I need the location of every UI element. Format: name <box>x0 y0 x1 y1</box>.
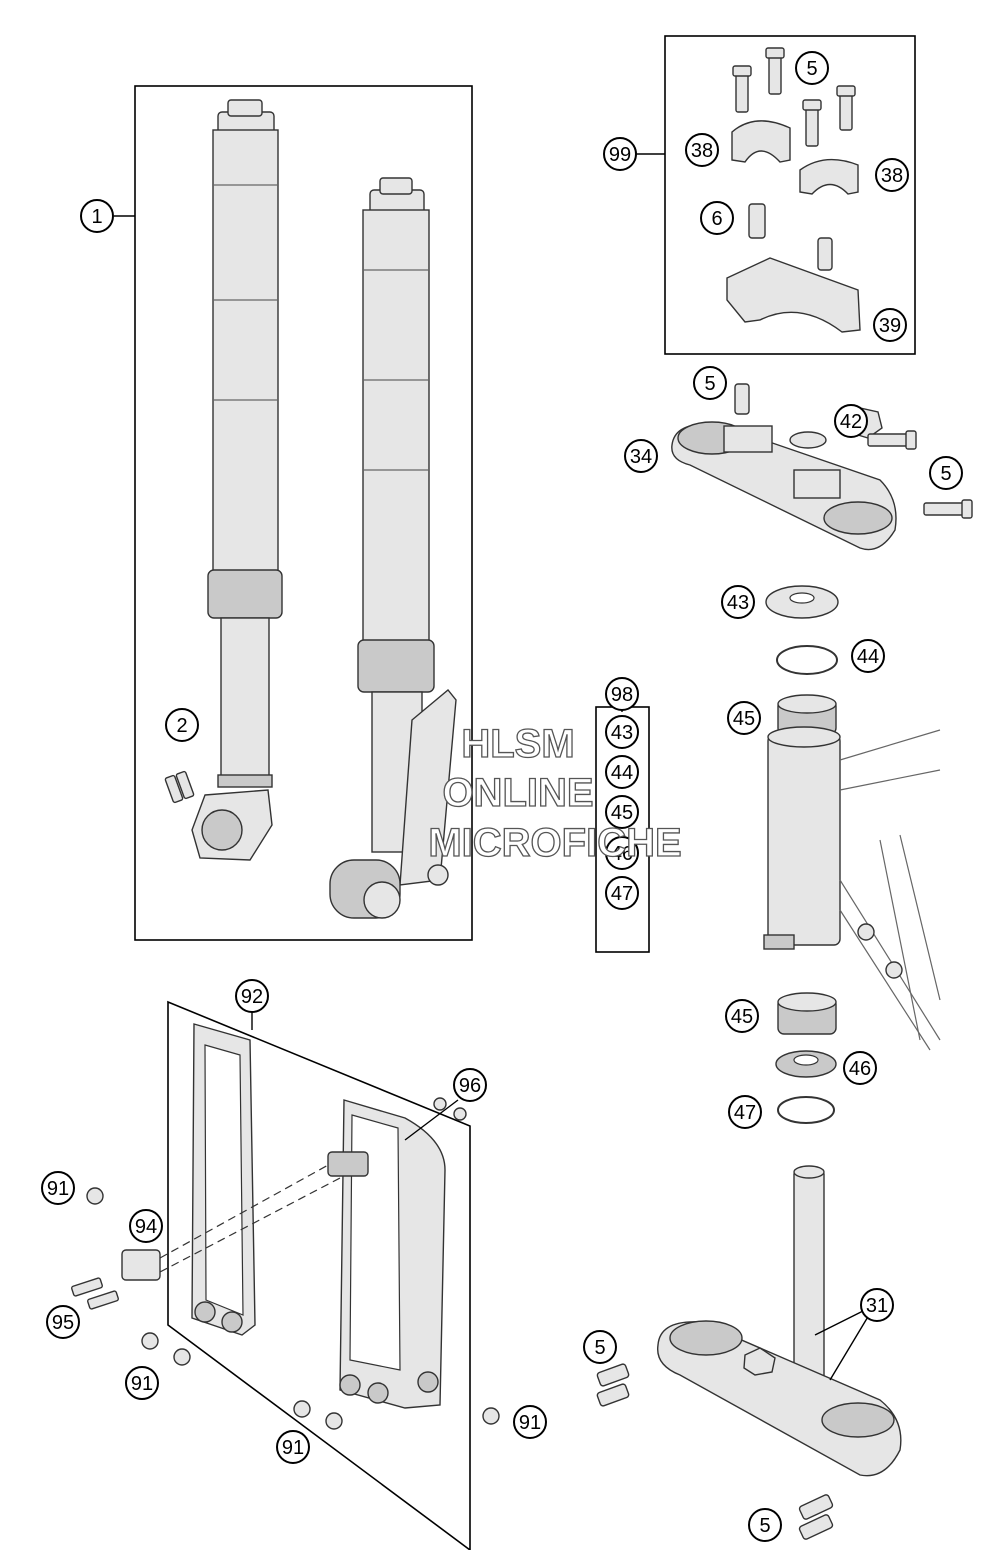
callout-91-top: 91 <box>41 1171 75 1205</box>
callout-38-right: 38 <box>875 158 909 192</box>
svg-text:47: 47 <box>734 1102 756 1124</box>
svg-text:99: 99 <box>609 144 631 166</box>
callout-45-lower: 45 <box>725 999 759 1033</box>
callout-5-lower-bottom: 5 <box>748 1508 782 1542</box>
svg-text:91: 91 <box>131 1373 153 1395</box>
callout-34: 34 <box>624 439 658 473</box>
callout-42: 42 <box>834 404 868 438</box>
svg-text:95: 95 <box>52 1312 74 1334</box>
guard-clamp-item-94 <box>121 1249 161 1281</box>
svg-text:92: 92 <box>241 986 263 1008</box>
callout-94: 94 <box>129 1209 163 1243</box>
svg-text:44: 44 <box>857 646 879 668</box>
svg-text:5: 5 <box>806 58 817 80</box>
svg-text:1: 1 <box>91 206 102 228</box>
lower-bolts-item-5 <box>596 1363 834 1540</box>
svg-text:MICROFICHE: MICROFICHE <box>428 821 681 865</box>
kit-item-47: 47 <box>605 876 639 910</box>
left-fork-guard <box>191 1023 256 1336</box>
callout-39: 39 <box>873 308 907 342</box>
watermark: HLSM ONLINE MICROFICHE <box>428 721 683 865</box>
callout-99: 99 <box>603 137 637 171</box>
guard-screws-item-91 <box>86 1187 500 1430</box>
svg-text:91: 91 <box>282 1437 304 1459</box>
callout-91-mid: 91 <box>125 1366 159 1400</box>
callout-31: 31 <box>860 1288 894 1322</box>
kit-item-43: 43 <box>605 715 639 749</box>
side-bolts-item-5 <box>867 430 973 519</box>
guard-bolts-item-95 <box>71 1277 119 1310</box>
callout-98: 98 <box>605 677 639 711</box>
handlebar-clamp-box <box>664 35 916 355</box>
svg-text:91: 91 <box>47 1178 69 1200</box>
o-ring-item-44 <box>776 645 838 675</box>
svg-text:38: 38 <box>881 165 903 187</box>
lower-triple-clamp-item-31 <box>656 1165 902 1477</box>
upper-clamp-item-38 <box>731 120 859 195</box>
callout-2: 2 <box>165 708 199 742</box>
svg-text:98: 98 <box>611 684 633 706</box>
kit-item-45: 45 <box>605 795 639 829</box>
callout-92: 92 <box>235 979 269 1013</box>
callout-6: 6 <box>700 201 734 235</box>
svg-text:45: 45 <box>611 802 633 824</box>
kit-item-44: 44 <box>605 755 639 789</box>
clamp-bolts-item-5 <box>732 47 856 147</box>
svg-text:45: 45 <box>733 708 755 730</box>
svg-text:5: 5 <box>940 463 951 485</box>
svg-text:45: 45 <box>731 1006 753 1028</box>
svg-text:43: 43 <box>611 722 633 744</box>
callout-5-top: 5 <box>795 51 829 85</box>
callout-46: 46 <box>843 1051 877 1085</box>
svg-text:2: 2 <box>176 715 187 737</box>
frame-head-tube <box>763 726 941 1051</box>
callout-45-upper: 45 <box>727 701 761 735</box>
clamp-bolts-item-6 <box>748 203 833 271</box>
callout-44: 44 <box>851 639 885 673</box>
svg-text:46: 46 <box>611 843 633 865</box>
callout-5-lower-left: 5 <box>583 1330 617 1364</box>
svg-text:31: 31 <box>866 1295 888 1317</box>
fork-assembly-box <box>134 85 473 941</box>
callout-43: 43 <box>721 585 755 619</box>
fork-guard-panel <box>167 1000 471 1550</box>
callout-38-left: 38 <box>685 133 719 167</box>
svg-text:5: 5 <box>704 373 715 395</box>
right-fork-leg <box>329 177 457 919</box>
svg-text:34: 34 <box>630 446 652 468</box>
kit-item-46: 46 <box>605 836 639 870</box>
callout-96: 96 <box>453 1068 487 1102</box>
svg-text:94: 94 <box>135 1216 157 1238</box>
svg-text:46: 46 <box>849 1058 871 1080</box>
callout-95: 95 <box>46 1305 80 1339</box>
callout-1: 1 <box>80 199 114 233</box>
svg-text:6: 6 <box>711 208 722 230</box>
callout-91-right: 91 <box>513 1405 547 1439</box>
callout-5-clamp-bolt: 5 <box>693 366 727 400</box>
svg-text:42: 42 <box>840 411 862 433</box>
bolts-item-2 <box>164 770 195 804</box>
callout-91-bottom: 91 <box>276 1430 310 1464</box>
svg-text:5: 5 <box>759 1515 770 1537</box>
svg-text:44: 44 <box>611 762 633 784</box>
svg-text:91: 91 <box>519 1412 541 1434</box>
lower-clamp-item-39 <box>726 257 861 333</box>
o-ring-item-47 <box>777 1096 835 1124</box>
svg-text:47: 47 <box>611 883 633 905</box>
callout-5-side: 5 <box>929 456 963 490</box>
svg-text:HLSM: HLSM <box>461 722 574 766</box>
right-fork-guard <box>327 1099 446 1409</box>
svg-text:38: 38 <box>691 140 713 162</box>
svg-text:ONLINE: ONLINE <box>442 771 593 815</box>
callout-47: 47 <box>728 1095 762 1129</box>
upper-triple-clamp-item-34 <box>671 383 897 551</box>
svg-text:43: 43 <box>727 592 749 614</box>
left-fork-leg <box>191 99 283 861</box>
svg-text:39: 39 <box>879 315 901 337</box>
nuts-item-96 <box>433 1097 467 1121</box>
svg-text:5: 5 <box>594 1337 605 1359</box>
svg-text:96: 96 <box>459 1075 481 1097</box>
